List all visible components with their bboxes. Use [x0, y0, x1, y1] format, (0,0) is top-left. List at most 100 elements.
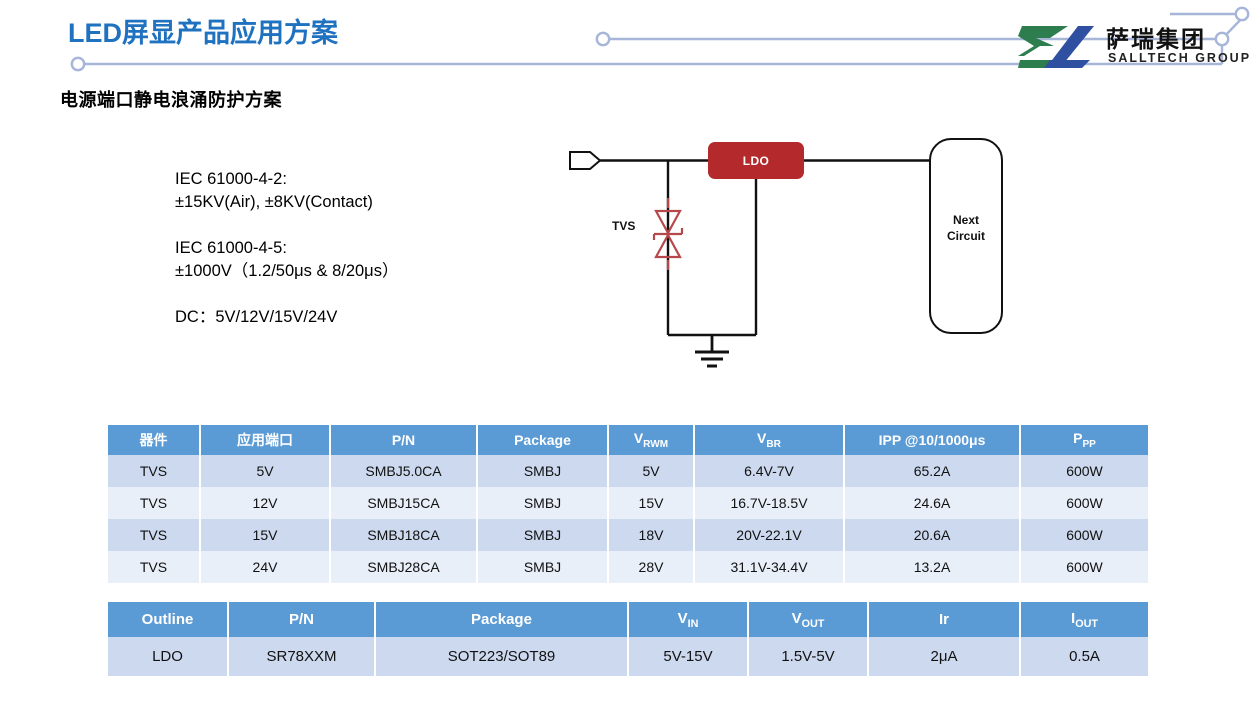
- table-row: TVS 24V SMBJ28CA SMBJ 28V 31.1V-34.4V 13…: [108, 551, 1148, 583]
- col-label: P/N: [288, 611, 314, 628]
- section-subtitle: 电源端口静电浪涌防护方案: [60, 90, 282, 110]
- cell: SMBJ: [477, 551, 609, 583]
- cell: 6.4V-7V: [694, 455, 845, 487]
- col-header-device: 器件: [108, 425, 201, 455]
- col-header-package: Package: [477, 425, 609, 455]
- table-header-row: 器件 应用端口 P/N Package VRWM VBR IPP @10/100…: [108, 425, 1148, 455]
- col-label-sub: PP: [1082, 438, 1096, 450]
- cell: SOT223/SOT89: [375, 637, 629, 676]
- col-header-port: 应用端口: [200, 425, 331, 455]
- cell: SMBJ28CA: [330, 551, 478, 583]
- spec-line: ±1000V（1.2/50μs & 8/20μs）: [175, 262, 399, 281]
- table-row: TVS 5V SMBJ5.0CA SMBJ 5V 6.4V-7V 65.2A 6…: [108, 455, 1148, 487]
- col-label: Package: [514, 432, 571, 448]
- cell: 20.6A: [844, 519, 1021, 551]
- col-header-ipp: IPP @10/1000μs: [844, 425, 1021, 455]
- col-label-sub: OUT: [801, 617, 825, 630]
- cell: 600W: [1020, 551, 1148, 583]
- next-circuit-line1: Next: [952, 213, 979, 227]
- col-label: V: [633, 430, 644, 447]
- cell: SMBJ18CA: [330, 519, 478, 551]
- cell: 5V: [200, 455, 331, 487]
- col-header-ppp: PPP: [1020, 425, 1148, 455]
- col-label: V: [791, 609, 802, 627]
- spec-line: IEC 61000-4-5:: [175, 238, 287, 257]
- col-label: P: [1073, 430, 1083, 447]
- ldo-block: LDO: [708, 142, 804, 179]
- cell: 18V: [608, 519, 695, 551]
- col-header-pn: P/N: [228, 602, 376, 637]
- spec-block-surge: IEC 61000-4-5: ±1000V（1.2/50μs & 8/20μs）: [175, 237, 505, 284]
- logo-english-name: SALLTECH GROUP: [1108, 51, 1252, 65]
- cell: 5V: [608, 455, 695, 487]
- cell: 2μA: [868, 637, 1021, 676]
- col-label: V: [757, 430, 767, 447]
- cell: 15V: [608, 487, 695, 519]
- col-label: P/N: [391, 432, 416, 448]
- cell: 12V: [200, 487, 331, 519]
- table-header-row: Outline P/N Package VIN VOUT Ir IOUT: [108, 602, 1148, 637]
- col-header-outline: Outline: [108, 602, 229, 637]
- table-row: TVS 12V SMBJ15CA SMBJ 15V 16.7V-18.5V 24…: [108, 487, 1148, 519]
- col-label: IPP @10/1000μs: [878, 432, 986, 448]
- col-label-sub: OUT: [1075, 617, 1098, 630]
- cell: 0.5A: [1020, 637, 1148, 676]
- col-header-vbr: VBR: [694, 425, 845, 455]
- cell: 31.1V-34.4V: [694, 551, 845, 583]
- spec-line: IEC 61000-4-2:: [175, 170, 287, 188]
- col-label: Ir: [938, 611, 949, 628]
- cell: 65.2A: [844, 455, 1021, 487]
- page-title: LED屏显产品应用方案: [68, 18, 338, 48]
- cell: SMBJ: [477, 487, 609, 519]
- spec-line: ±15KV(Air), ±8KV(Contact): [175, 193, 373, 212]
- col-header-vin: VIN: [628, 602, 749, 637]
- circuit-wires: [569, 151, 930, 368]
- cell: 5V-15V: [628, 637, 749, 676]
- table-row: TVS 15V SMBJ18CA SMBJ 18V 20V-22.1V 20.6…: [108, 519, 1148, 551]
- tvs-label: TVS: [612, 219, 636, 233]
- col-label: V: [677, 609, 688, 627]
- ldo-parameter-table: Outline P/N Package VIN VOUT Ir IOUT LDO…: [108, 602, 1148, 676]
- cell: 600W: [1020, 455, 1148, 487]
- cell: 24.6A: [844, 487, 1021, 519]
- company-logo: 萨瑞集团 SALLTECH GROUP: [1016, 22, 1249, 74]
- cell: LDO: [108, 637, 229, 676]
- cell: SMBJ: [477, 455, 609, 487]
- ldo-label: LDO: [742, 153, 770, 168]
- cell: 600W: [1020, 487, 1148, 519]
- cell: 600W: [1020, 519, 1148, 551]
- cell: 1.5V-5V: [748, 637, 869, 676]
- table-row: LDO SR78XXM SOT223/SOT89 5V-15V 1.5V-5V …: [108, 637, 1148, 676]
- cell: 16.7V-18.5V: [694, 487, 845, 519]
- col-header-vrwm: VRWM: [608, 425, 695, 455]
- col-label: 应用端口: [237, 432, 293, 448]
- cell: TVS: [108, 551, 201, 583]
- cell: SMBJ15CA: [330, 487, 478, 519]
- spec-block-esd: IEC 61000-4-2: ±15KV(Air), ±8KV(Contact): [175, 168, 505, 215]
- cell: 20V-22.1V: [694, 519, 845, 551]
- col-label: Package: [471, 611, 532, 628]
- col-header-vout: VOUT: [748, 602, 869, 637]
- spec-list: IEC 61000-4-2: ±15KV(Air), ±8KV(Contact)…: [175, 168, 505, 351]
- next-circuit-line2: Circuit: [946, 229, 985, 244]
- col-label-sub: IN: [687, 617, 699, 630]
- cell: TVS: [108, 455, 201, 487]
- col-label: Outline: [141, 611, 194, 628]
- spec-line: DC：5V/12V/15V/24V: [175, 307, 338, 326]
- col-label: 器件: [139, 432, 168, 448]
- tvs-parameter-table: 器件 应用端口 P/N Package VRWM VBR IPP @10/100…: [108, 425, 1148, 583]
- col-label-sub: RWM: [643, 438, 669, 450]
- col-header-package: Package: [375, 602, 629, 637]
- cell: SMBJ5.0CA: [330, 455, 478, 487]
- col-label: I: [1071, 609, 1076, 627]
- col-header-pn: P/N: [330, 425, 478, 455]
- cell: 13.2A: [844, 551, 1021, 583]
- cell: 15V: [200, 519, 331, 551]
- cell: SMBJ: [477, 519, 609, 551]
- cell: TVS: [108, 487, 201, 519]
- logo-chinese-name: 萨瑞集团: [1106, 27, 1206, 53]
